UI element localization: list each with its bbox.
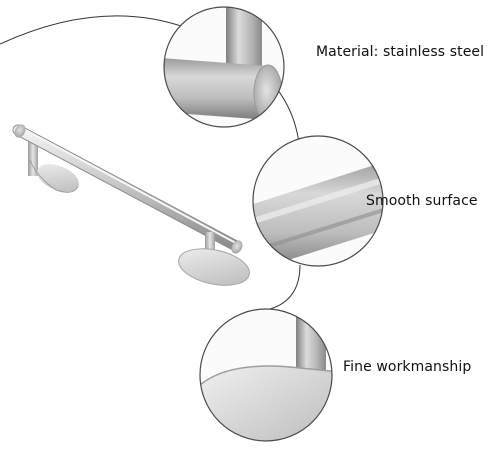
guide-arc-lower <box>269 264 301 310</box>
callout-workmanship-zoom <box>199 308 333 442</box>
callout-workmanship-label: Fine workmanship <box>343 359 472 375</box>
callout-material-label: Material: stainless steel <box>316 44 485 60</box>
callout-material-zoom <box>163 6 285 128</box>
callout-surface-zoom <box>252 135 384 267</box>
callout-surface-label: Smooth surface <box>366 193 478 209</box>
towel-bar <box>12 124 250 286</box>
